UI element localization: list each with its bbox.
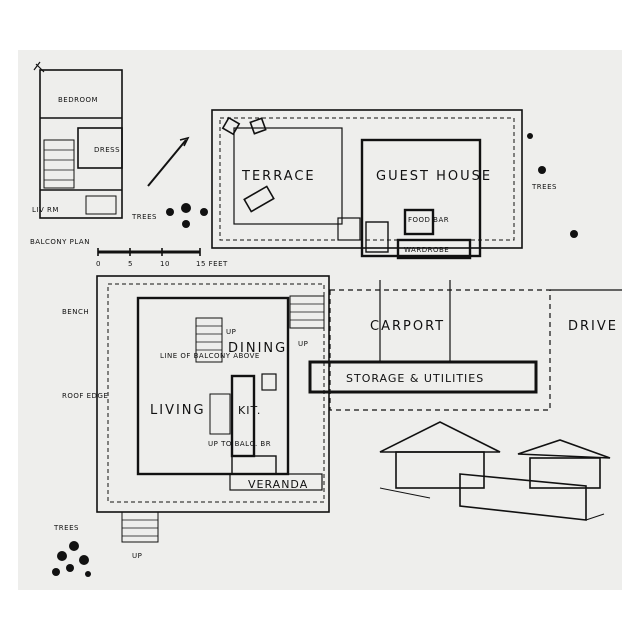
carport-area bbox=[308, 280, 622, 411]
label-drive: DRIVE bbox=[568, 319, 618, 334]
scale-bar bbox=[97, 248, 201, 256]
label-up-entry: UP bbox=[298, 340, 308, 348]
label-balcony-plan: BALCONY PLAN bbox=[30, 238, 90, 246]
label-bedroom: BEDROOM bbox=[58, 96, 98, 104]
perspective-sketch bbox=[379, 421, 611, 521]
label-liv-rm: LIV RM bbox=[32, 206, 59, 214]
label-dining: DINING bbox=[228, 341, 287, 356]
label-up-to-balc: UP TO BALC. BR bbox=[208, 440, 271, 448]
label-bench: BENCH bbox=[62, 308, 89, 316]
scale-label-5: 5 bbox=[128, 260, 133, 268]
north-arrow-icon bbox=[147, 136, 190, 187]
tree-dots bbox=[52, 133, 578, 577]
label-trees-right: TREES bbox=[531, 183, 557, 191]
label-storage-utilities: STORAGE & UTILITIES bbox=[346, 372, 484, 385]
label-living: LIVING bbox=[150, 403, 206, 418]
label-up-stair: UP bbox=[226, 328, 236, 336]
label-roof-edge: ROOF EDGE bbox=[62, 392, 108, 400]
scale-label-0: 0 bbox=[96, 260, 101, 268]
label-kit: KIT. bbox=[238, 404, 261, 417]
label-terrace: TERRACE bbox=[241, 169, 316, 184]
label-carport: CARPORT bbox=[370, 319, 445, 334]
label-dress: DRESS bbox=[94, 146, 120, 154]
scale-label-15: 15 FEET bbox=[196, 260, 228, 268]
label-veranda: VERANDA bbox=[248, 478, 308, 491]
label-trees-lower: TREES bbox=[53, 524, 79, 532]
label-guest-house: GUEST HOUSE bbox=[376, 169, 492, 184]
label-up-bottom: UP bbox=[132, 552, 142, 560]
balcony-plan bbox=[33, 61, 123, 219]
label-trees-upper: TREES bbox=[131, 213, 157, 221]
label-line-of-balcony: LINE OF BALCONY ABOVE bbox=[160, 352, 260, 360]
scale-label-10: 10 bbox=[160, 260, 170, 268]
label-wardrobe: WARDROBE bbox=[404, 246, 449, 254]
guest-house-block bbox=[211, 109, 523, 260]
label-food-bar: FOOD BAR bbox=[408, 216, 449, 224]
main-house bbox=[96, 275, 330, 543]
